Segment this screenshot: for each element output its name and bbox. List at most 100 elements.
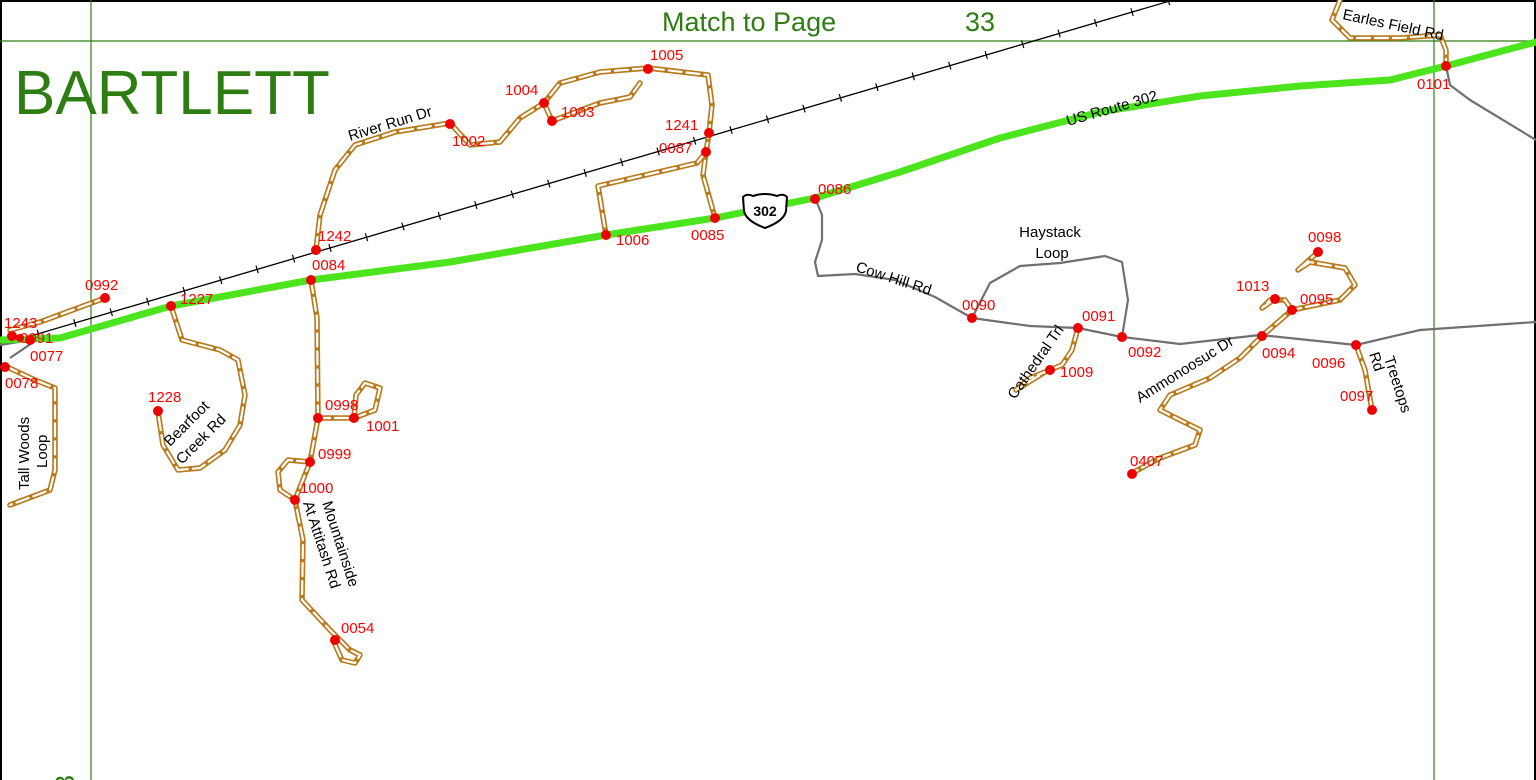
svg-text:1005: 1005 xyxy=(650,47,683,64)
svg-text:0054: 0054 xyxy=(341,620,374,637)
address-point: 0086 xyxy=(810,181,851,204)
rail-tick xyxy=(1093,18,1098,27)
address-point: 1001 xyxy=(349,413,399,435)
rail-tick xyxy=(1167,0,1171,6)
address-point: 0096 xyxy=(1312,340,1361,372)
svg-text:1013: 1013 xyxy=(1236,278,1269,295)
rail-tick xyxy=(948,61,952,70)
rail-tick xyxy=(401,222,405,231)
label-haystack-2: Loop xyxy=(1035,245,1068,262)
highway-us-302 xyxy=(0,38,1536,344)
address-point: 0085 xyxy=(691,213,724,244)
rail-tick xyxy=(73,318,77,328)
svg-text:0098: 0098 xyxy=(1308,229,1341,246)
rail-tick xyxy=(182,286,186,295)
address-point: 1243 xyxy=(4,315,37,341)
address-point: 1013 xyxy=(1236,278,1280,304)
rail-tick xyxy=(474,201,478,210)
rail-tick xyxy=(364,233,369,242)
address-point: 0097 xyxy=(1340,388,1377,415)
rail-tick xyxy=(1130,8,1134,17)
svg-text:0087: 0087 xyxy=(659,140,692,157)
svg-text:0084: 0084 xyxy=(312,257,345,274)
svg-text:1228: 1228 xyxy=(148,389,181,406)
address-point: 1004 xyxy=(505,82,549,108)
svg-text:0085: 0085 xyxy=(691,227,724,244)
svg-text:0078: 0078 xyxy=(5,375,38,392)
rail-tick xyxy=(547,179,551,188)
rail-tick xyxy=(437,211,442,220)
address-points: 1005 1004 1003 1002 1241 0087 0086 0085 … xyxy=(0,47,1451,645)
address-point: 0078 xyxy=(0,362,38,392)
rail-tick xyxy=(875,83,879,92)
address-point: 1241 xyxy=(665,117,714,138)
svg-text:0095: 0095 xyxy=(1300,291,1333,308)
address-point: 0084 xyxy=(306,257,345,285)
address-point: 0077 xyxy=(16,334,63,365)
rail-tick xyxy=(911,72,916,81)
svg-text:0999: 0999 xyxy=(318,446,351,463)
match-to-page-label: Match to Page xyxy=(662,7,836,37)
label-cow-hill: Cow Hill Rd xyxy=(854,259,934,299)
rail-tick xyxy=(656,147,660,156)
svg-text:1006: 1006 xyxy=(616,232,649,249)
address-point: 0095 xyxy=(1287,291,1333,315)
svg-text:0086: 0086 xyxy=(818,181,851,198)
rail-tick xyxy=(146,297,150,306)
address-point: 0087 xyxy=(659,140,711,157)
address-point: 1003 xyxy=(547,104,594,126)
address-point: 1228 xyxy=(148,389,181,416)
address-point: 1227 xyxy=(166,291,213,311)
label-tall-woods-2: Loop xyxy=(34,435,51,468)
svg-text:1243: 1243 xyxy=(4,315,37,332)
label-river-run: River Run Dr xyxy=(346,103,434,145)
rail-tick xyxy=(1057,29,1061,38)
address-point: 1000 xyxy=(290,480,333,505)
address-point: 0101 xyxy=(1417,61,1451,93)
svg-text:0096: 0096 xyxy=(1312,355,1345,372)
address-point: 0091 xyxy=(20,330,53,347)
road-cow-hill xyxy=(813,197,1536,347)
rail-tick xyxy=(802,104,806,113)
svg-text:1004: 1004 xyxy=(505,82,538,99)
address-point: 0092 xyxy=(1117,332,1161,361)
road-mountainside xyxy=(292,277,363,666)
address-point: 0091 xyxy=(1073,308,1115,333)
label-tall-woods-1: Tall Woods xyxy=(16,417,33,490)
svg-text:0998: 0998 xyxy=(325,397,358,414)
rail-tick xyxy=(510,190,515,199)
address-point: 0054 xyxy=(330,620,374,645)
address-point: 0098 xyxy=(1308,229,1341,257)
address-point: 0998 xyxy=(313,397,358,423)
svg-text:0407: 0407 xyxy=(1130,453,1163,470)
svg-text:1227: 1227 xyxy=(180,291,213,308)
rail-tick xyxy=(765,115,770,124)
railroad xyxy=(0,0,1176,346)
us-302-shield: 302 xyxy=(741,193,789,230)
rail-tick xyxy=(619,158,624,167)
svg-text:0101: 0101 xyxy=(1417,76,1450,93)
label-us-302: US Route 302 xyxy=(1064,88,1159,130)
svg-text:0097: 0097 xyxy=(1340,388,1373,405)
svg-text:0091: 0091 xyxy=(20,330,53,347)
road-west-spur xyxy=(9,342,33,359)
match-to-page-number: 33 xyxy=(965,7,995,37)
svg-text:0077: 0077 xyxy=(30,348,63,365)
address-point: 1242 xyxy=(311,228,351,255)
label-treetops-2: Rd xyxy=(1365,350,1387,374)
svg-text:1003: 1003 xyxy=(561,104,594,121)
rail-tick xyxy=(838,93,843,102)
shield-icon xyxy=(741,193,789,230)
rail-tick xyxy=(255,265,259,274)
svg-text:1002: 1002 xyxy=(452,133,485,150)
address-point: 0090 xyxy=(962,297,995,323)
address-point: 0094 xyxy=(1257,331,1295,362)
address-point: 0992 xyxy=(85,277,118,303)
label-haystack-1: Haystack xyxy=(1019,224,1081,241)
rail-tick xyxy=(291,254,296,263)
rail-tick xyxy=(1020,40,1025,49)
shield-number: 302 xyxy=(753,203,777,219)
address-point: 1009 xyxy=(1045,364,1093,381)
